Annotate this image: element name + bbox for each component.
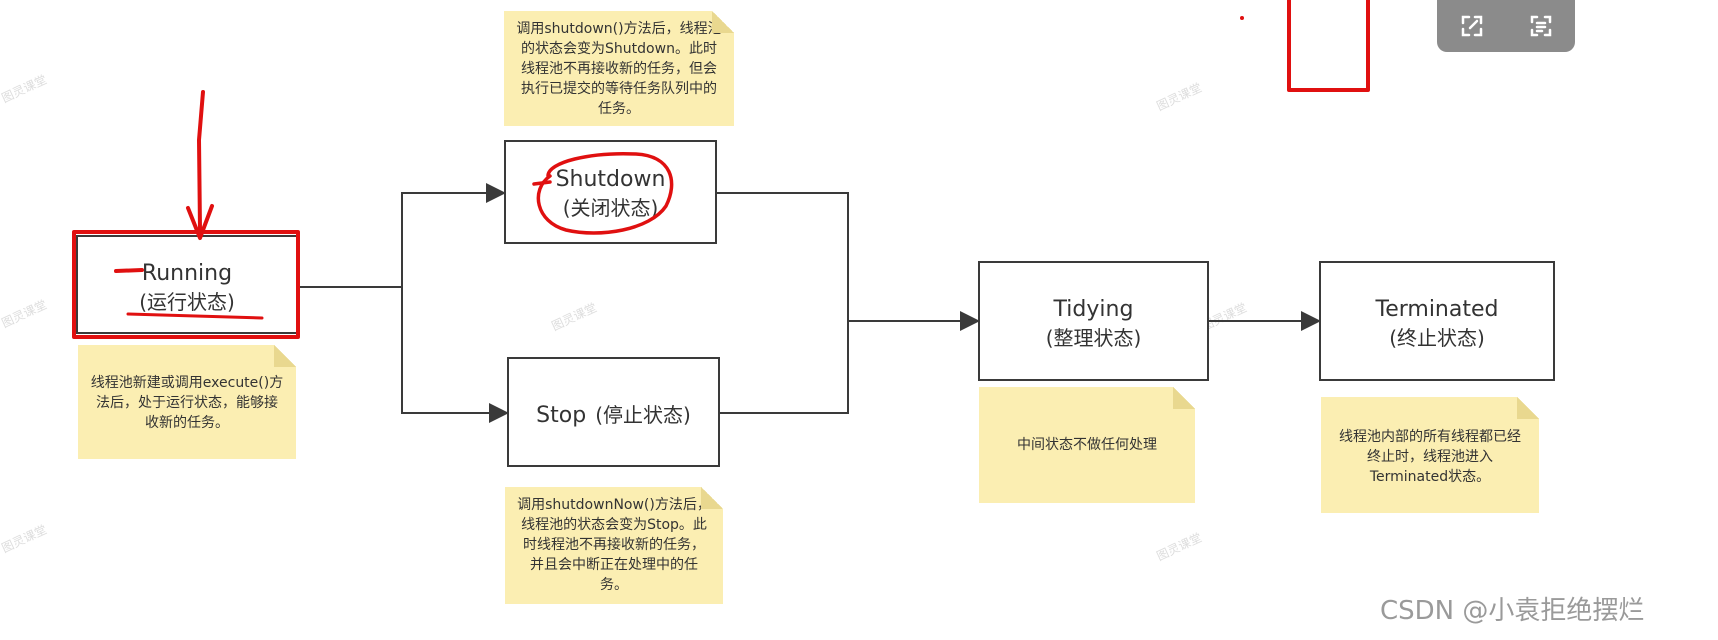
- scan-text-icon[interactable]: [1524, 9, 1558, 43]
- corner-highlight-box: [1287, 0, 1370, 92]
- tidying-state-box: Tidying (整理状态): [978, 261, 1209, 381]
- running-state-label: (运行状态): [139, 290, 235, 314]
- running-dash-annotation: [114, 268, 144, 273]
- down-arrow-annotation: [186, 90, 214, 240]
- tidying-note: 中间状态不做任何处理: [979, 387, 1195, 503]
- running-underline-annotation: [126, 312, 264, 320]
- stop-state-name: Stop: [536, 403, 587, 428]
- terminated-note: 线程池内部的所有线程都已经终止时，线程池进入Terminated状态。: [1321, 397, 1539, 513]
- stop-state-box: Stop (停止状态): [507, 357, 720, 467]
- viewer-toolbar: [1437, 0, 1575, 52]
- running-to-shutdown-arrow: [298, 183, 506, 288]
- tidying-state-name: Tidying: [1053, 297, 1134, 322]
- shutdown-circle-annotation: [536, 151, 674, 235]
- stop-note: 调用shutdownNow()方法后，线程池的状态会变为Stop。此时线程池不再…: [505, 487, 723, 604]
- running-highlight-box: [72, 230, 300, 339]
- running-note: 线程池新建或调用execute()方法后，处于运行状态，能够接收新的任务。: [78, 345, 296, 459]
- shutdown-note: 调用shutdown()方法后，线程池的状态会变为Shutdown。此时线程池不…: [504, 11, 734, 126]
- terminated-state-box: Terminated (终止状态): [1319, 261, 1555, 381]
- expand-icon[interactable]: [1455, 9, 1489, 43]
- stop-state-label: (停止状态): [595, 403, 691, 427]
- running-to-stop-arrow: [401, 287, 509, 423]
- shutdown-state-name: Shutdown: [555, 167, 666, 192]
- running-state-name: Running: [141, 261, 233, 286]
- stop-to-merge-line: [720, 321, 849, 414]
- tidying-state-label: (整理状态): [1045, 326, 1142, 350]
- terminated-state-label: (终止状态): [1389, 326, 1485, 350]
- terminated-state-name: Terminated: [1375, 297, 1499, 322]
- shutdown-state-label: (关闭状态): [562, 196, 659, 220]
- red-dot-annotation: [1240, 16, 1244, 20]
- csdn-credit: CSDN @小袁拒绝摆烂: [1380, 596, 1645, 626]
- shutdown-dash-annotation: [532, 180, 552, 186]
- shutdown-to-merge-line: [717, 192, 849, 321]
